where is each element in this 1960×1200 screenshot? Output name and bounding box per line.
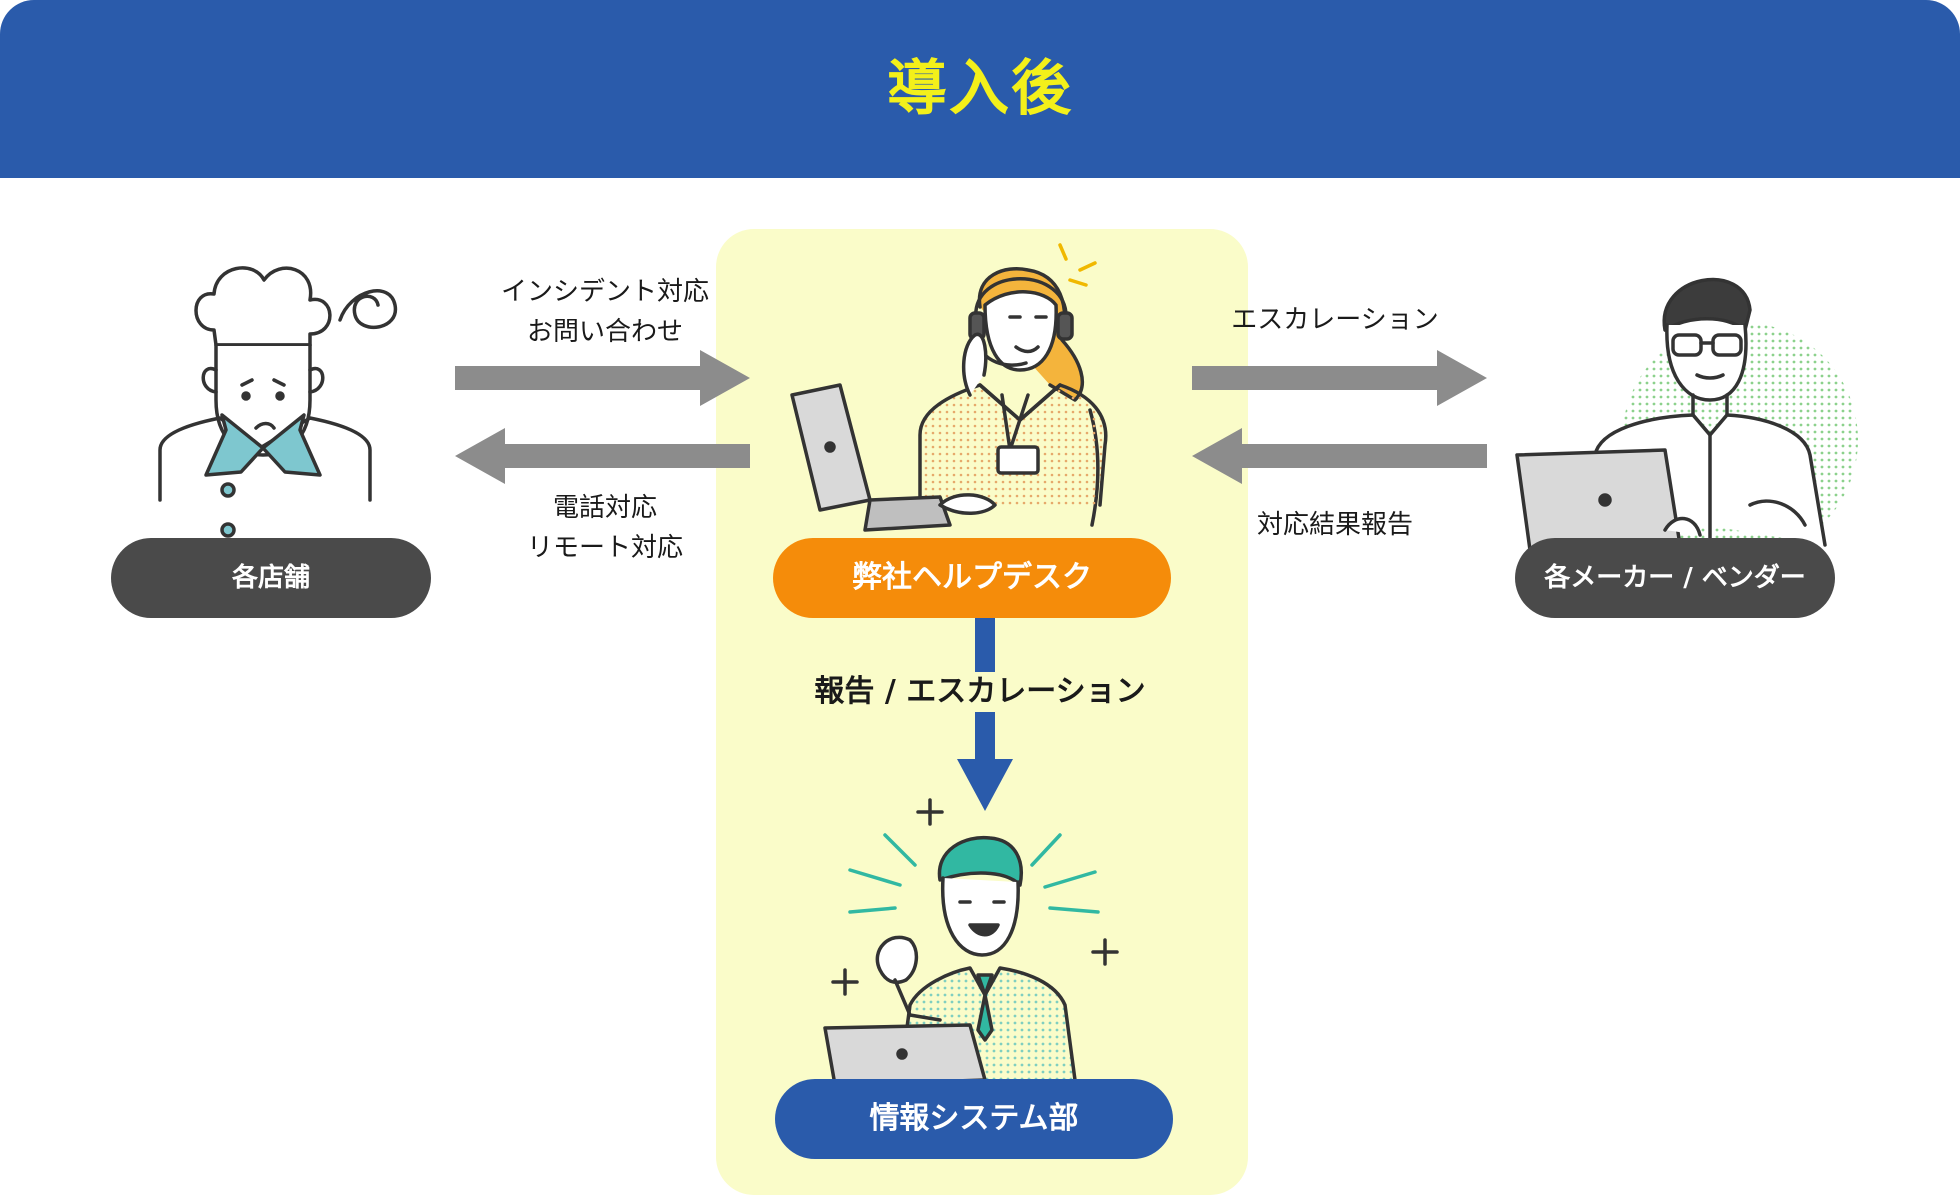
node-stores: 各店舗 — [111, 538, 431, 618]
edge-label-line: 対応結果報告 — [1256, 510, 1413, 540]
header-bar — [0, 0, 1960, 178]
helpdesk-operator-icon — [790, 243, 1108, 532]
arrow-helpdesk-to-vendors — [1192, 350, 1487, 406]
edge-label-line: リモート対応 — [526, 533, 683, 563]
edge-label-line: 報告 / エスカレーション — [814, 674, 1146, 709]
edge-label-helpdesk-to-it: 報告 / エスカレーション — [780, 672, 1180, 712]
page-title: 導入後 — [887, 54, 1073, 124]
node-vendors: 各メーカー / ベンダー — [1515, 538, 1835, 618]
node-helpdesk: 弊社ヘルプデスク — [773, 538, 1171, 618]
chef-icon — [158, 266, 397, 538]
edge-label-vendors-to-helpdesk: 対応結果報告 — [1185, 505, 1485, 545]
arrow-helpdesk-to-stores — [455, 428, 750, 484]
edge-label-stores-to-helpdesk: インシデント対応 お問い合わせ — [455, 272, 755, 352]
arrow-helpdesk-to-it — [957, 616, 1013, 811]
it-staff-icon — [823, 798, 1119, 1087]
vendor-engineer-icon — [1515, 277, 1858, 555]
edge-label-line: 電話対応 — [552, 493, 657, 523]
edge-label-helpdesk-to-stores: 電話対応 リモート対応 — [455, 488, 755, 568]
arrow-stores-to-helpdesk — [455, 350, 750, 406]
edge-label-helpdesk-to-vendors: エスカレーション — [1185, 300, 1485, 340]
arrow-vendors-to-helpdesk — [1192, 428, 1487, 484]
node-it-dept: 情報システム部 — [775, 1079, 1173, 1159]
edge-label-line: インシデント対応 — [500, 277, 709, 307]
edge-label-line: エスカレーション — [1231, 305, 1439, 335]
edge-label-line: お問い合わせ — [526, 317, 683, 347]
